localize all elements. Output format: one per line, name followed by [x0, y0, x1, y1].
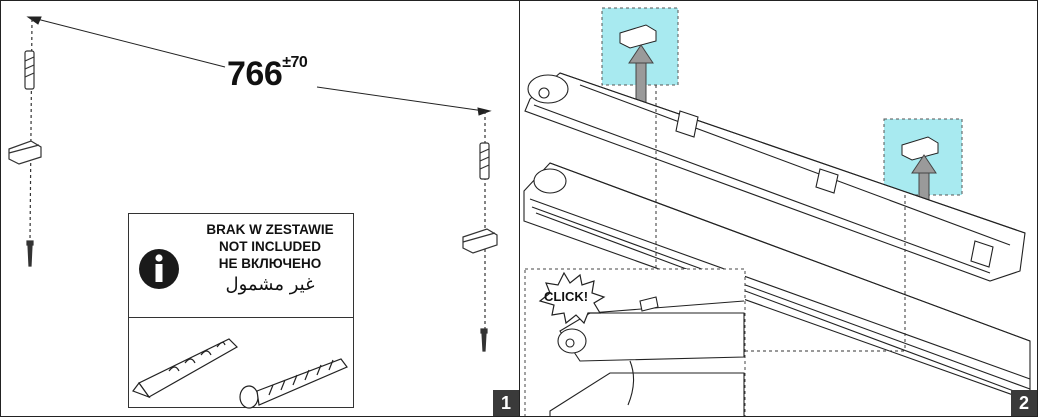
step-number-badge: 1 — [493, 390, 519, 416]
dimension-line — [26, 16, 492, 116]
luminaire-body — [524, 72, 1026, 282]
notice-text-area: BRAK W ZESTAWIE NOT INCLUDED НЕ ВКЛЮЧЕНО… — [129, 214, 353, 318]
notice-line-english: NOT INCLUDED — [219, 239, 321, 254]
notice-line-polish: BRAK W ZESTAWIE — [206, 222, 334, 237]
plug-and-screw-drawing — [132, 338, 348, 409]
step-2-panel: CLICK! 2 — [519, 0, 1038, 417]
dimension-value: 766 — [227, 55, 283, 93]
not-included-notice: BRAK W ZESTAWIE NOT INCLUDED НЕ ВКЛЮЧЕНО… — [128, 213, 354, 409]
left-fixing-set — [8, 18, 42, 267]
wall-mounting-drawing — [8, 16, 498, 352]
step-1-panel: 766±70 BRAK W ZESTAWIE NOT INCLUDED НЕ В… — [0, 0, 519, 417]
right-fixing-set — [462, 111, 498, 352]
left-bracket — [619, 24, 657, 49]
info-icon — [139, 249, 179, 289]
notice-line-russian: НЕ ВКЛЮЧЕНО — [218, 256, 322, 271]
distance-dimension: 766±70 — [227, 53, 308, 94]
luminaire-diffuser — [523, 162, 1031, 402]
right-bracket — [901, 136, 939, 161]
step-number-badge: 2 — [1011, 390, 1037, 416]
luminaire-mounting-drawing — [523, 7, 1031, 416]
dimension-tolerance: ±70 — [282, 53, 308, 71]
inset-drawing — [549, 296, 745, 416]
notice-line-arabic: غير مشمول — [225, 274, 315, 295]
click-starburst — [538, 271, 606, 325]
click-callout: CLICK! — [544, 289, 589, 304]
